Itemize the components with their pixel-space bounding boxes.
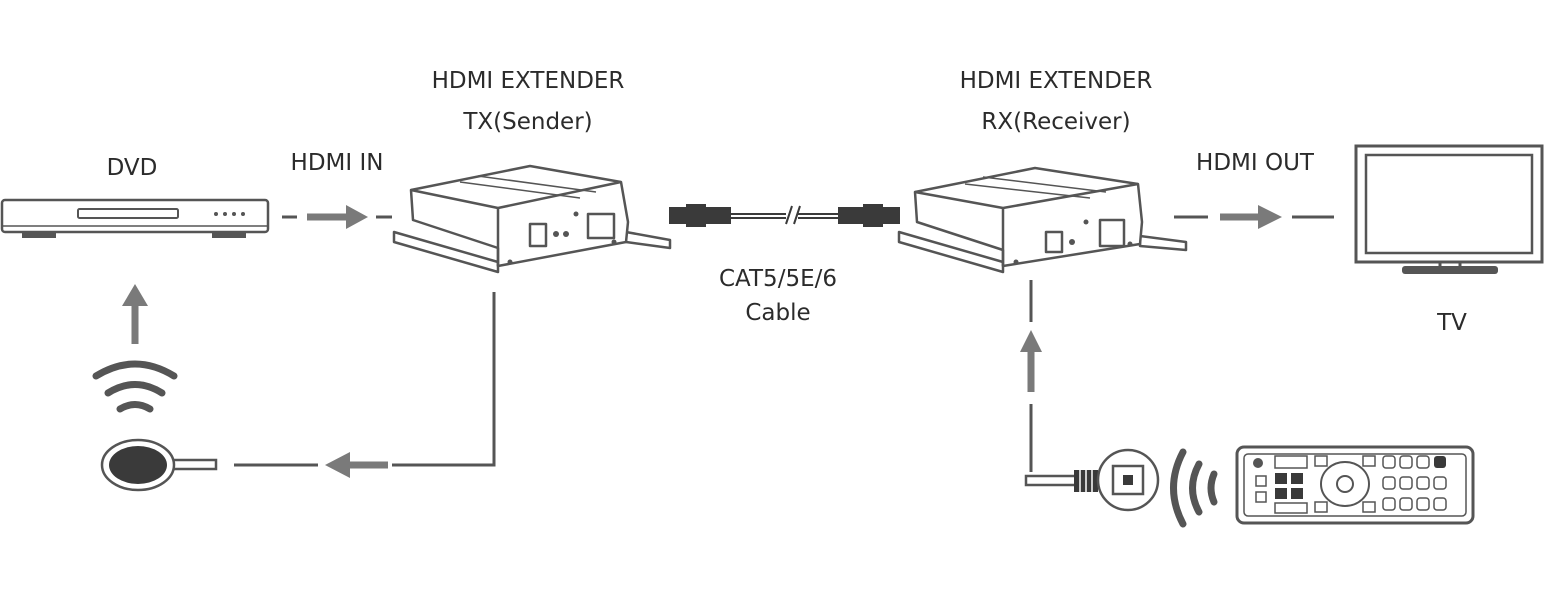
tv-icon <box>1354 144 1544 274</box>
hdmi-extender-rx-icon <box>897 166 1188 274</box>
tx-title-line-1: HDMI EXTENDER <box>431 68 625 94</box>
dvd-label: DVD <box>106 155 158 181</box>
network-cable-icon <box>669 204 900 227</box>
hdmi-out-label: HDMI OUT <box>1196 150 1314 176</box>
cable-label-line-1: CAT5/5E/6 <box>719 266 837 292</box>
tv-label: TV <box>1437 310 1467 336</box>
ir-return-link <box>234 292 496 478</box>
remote-control-icon <box>1235 445 1475 525</box>
wireless-signal-remote-icon <box>1170 448 1218 528</box>
up-arrow-icon <box>122 284 148 344</box>
rx-title-line-2: RX(Receiver) <box>981 109 1131 135</box>
tx-title-line-2: TX(Sender) <box>463 109 593 135</box>
wireless-signal-icon <box>92 360 178 413</box>
ir-emitter-icon <box>100 438 218 492</box>
ir-receiver-icon <box>1024 448 1160 512</box>
ir-receiver-link <box>1020 280 1042 472</box>
cable-label-line-2: Cable <box>745 300 811 326</box>
dvd-player-icon <box>0 198 270 238</box>
hdmi-in-label: HDMI IN <box>290 150 384 176</box>
hdmi-out-link <box>1174 205 1334 229</box>
hdmi-in-link <box>282 205 392 229</box>
hdmi-extender-tx-icon <box>392 164 672 274</box>
rx-title-line-1: HDMI EXTENDER <box>959 68 1153 94</box>
